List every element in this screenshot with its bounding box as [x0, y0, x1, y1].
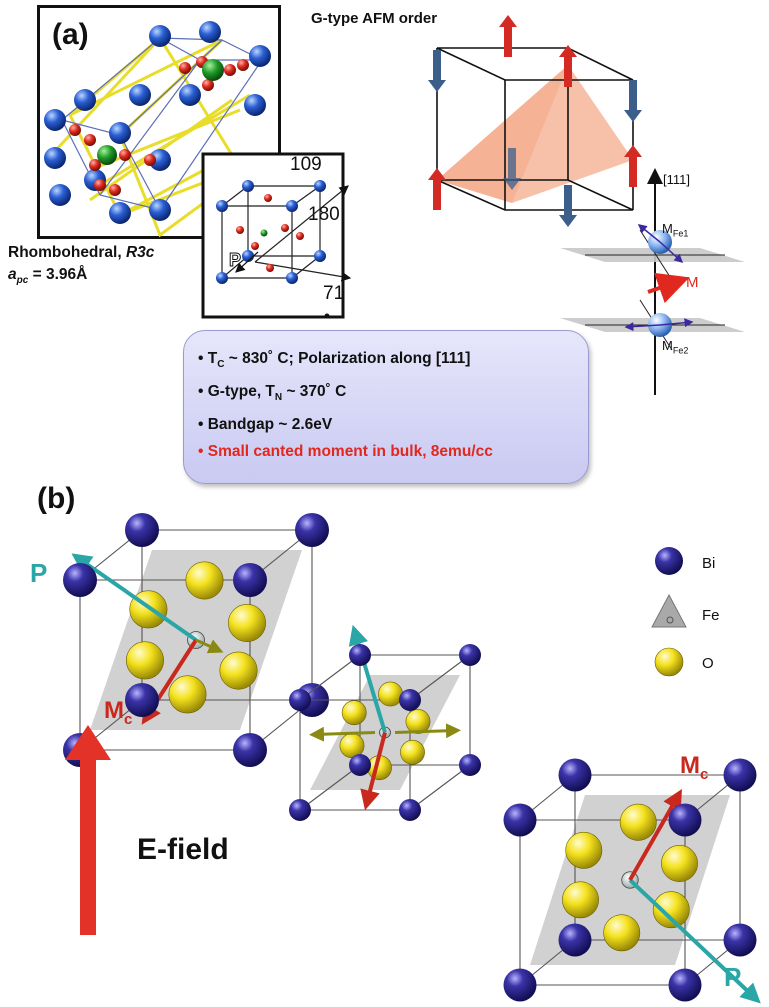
spin-up-arrows	[428, 15, 642, 210]
legend-bi-label: Bi	[702, 555, 716, 572]
properties-box: TC ~ 830˚ C; Polarization along [111] G-…	[183, 330, 589, 484]
middle-cube-o-atom	[405, 709, 431, 734]
left-cube-o-atom	[219, 651, 258, 690]
legend-fe-symbol	[651, 593, 687, 628]
left-cube-o-atom	[185, 561, 224, 600]
left-cube-o-atom	[168, 675, 207, 714]
afm-cube	[428, 15, 642, 227]
middle-cube-o-atom	[341, 700, 367, 726]
structure-caption: Rhombohedral, R3c apc = 3.96Å	[8, 244, 155, 287]
mc-label-left: Mc	[104, 697, 133, 728]
legend-o-symbol	[654, 647, 684, 677]
left-cube-bi-atom	[125, 683, 159, 717]
middle-cube-o-displacement-right	[394, 723, 461, 739]
net-moment-label: M	[686, 274, 699, 291]
right-cube-o-atom	[603, 914, 641, 952]
inset-label-180: 180	[308, 204, 340, 225]
fe1-plane	[560, 229, 745, 281]
right-cube-bi-atom	[503, 968, 537, 1002]
left-cube-bi-atom	[125, 513, 159, 547]
right-cube-o-atom	[652, 891, 690, 929]
middle-cube-o-displacement-left	[309, 726, 376, 742]
property-tc: TC ~ 830˚ C; Polarization along [111]	[198, 345, 588, 378]
middle-cube-bi-atom	[349, 754, 371, 776]
legend-fe-label: Fe	[702, 607, 720, 624]
bi-atoms-green	[97, 59, 224, 165]
legend-o-label: O	[702, 655, 714, 672]
o-atoms-red	[69, 56, 249, 196]
inset-label-71: 71	[323, 283, 345, 304]
legend-bi-symbol	[655, 547, 683, 575]
left-cube-o-displacement	[195, 638, 224, 654]
right-cube-bi-atom	[668, 968, 702, 1002]
middle-cube-bi-atom	[459, 754, 481, 776]
inset-label-109: 109	[290, 154, 322, 175]
middle-cube-moment-arrow	[360, 732, 387, 811]
middle-cube-bi-atom	[399, 689, 421, 711]
right-cube-o-atom	[619, 803, 657, 841]
middle-cube-o-atom	[400, 739, 425, 765]
mfe2-label: MFe2	[662, 338, 689, 356]
inset-p-label: P	[228, 250, 242, 271]
p-label-left: P	[30, 558, 48, 588]
right-cube-o-atom	[661, 845, 698, 882]
right-cube-bi-atom	[668, 803, 702, 837]
left-cube-o-atom	[228, 603, 267, 642]
inset-p-arrow	[235, 251, 259, 273]
middle-cube-bi-atom	[459, 644, 481, 666]
left-cube-polarization-arrow	[71, 553, 198, 642]
property-canted-moment: Small canted moment in bulk, 8emu/cc	[198, 438, 588, 465]
left-cube-o-atom	[126, 641, 165, 680]
right-cube-polarization-arrow	[628, 878, 761, 1004]
right-cube-o-atom	[565, 831, 603, 869]
left-cube-bi-atom	[233, 563, 267, 597]
right-cube-bi-atom	[558, 923, 592, 957]
right-cube-bi-atom	[503, 803, 537, 837]
middle-cube-o-atom	[378, 681, 403, 707]
afm-title: G-type AFM order	[311, 10, 438, 27]
right-cube-o-atom	[562, 881, 599, 919]
middle-cube-bi-atom	[349, 644, 371, 666]
inset-atoms	[216, 180, 326, 284]
mfe1-label: MFe1	[662, 221, 689, 239]
efield-arrow	[65, 725, 111, 935]
middle-cube-bi-atom	[289, 799, 311, 821]
property-tn: G-type, TN ~ 370˚ C	[198, 378, 588, 411]
net-moment-arrow	[647, 272, 690, 304]
efield-label: E-field	[137, 833, 229, 866]
middle-cube-bi-atom	[399, 799, 421, 821]
middle-cube-bi-atom	[289, 689, 311, 711]
right-cube-bi-atom	[723, 758, 757, 792]
left-cube-bi-atom	[233, 733, 267, 767]
axis-111-label: [111]	[663, 172, 690, 187]
right-cube-bi-atom	[723, 923, 757, 957]
panel-a-label: (a)	[52, 18, 89, 51]
spin-down-arrows	[428, 50, 642, 227]
panel-b-label: (b)	[37, 482, 76, 515]
mc-label-right: Mc	[680, 752, 709, 783]
left-cube-bi-atom	[63, 563, 97, 597]
property-bandgap: Bandgap ~ 2.6eV	[198, 411, 588, 438]
p-label-right: P	[724, 962, 742, 992]
left-cube-bi-atom	[295, 513, 329, 547]
right-cube-moment-arrow	[628, 789, 682, 881]
fe-atoms-blue	[44, 21, 271, 224]
legend-fe-center	[666, 616, 674, 624]
right-cube-bi-atom	[558, 758, 592, 792]
